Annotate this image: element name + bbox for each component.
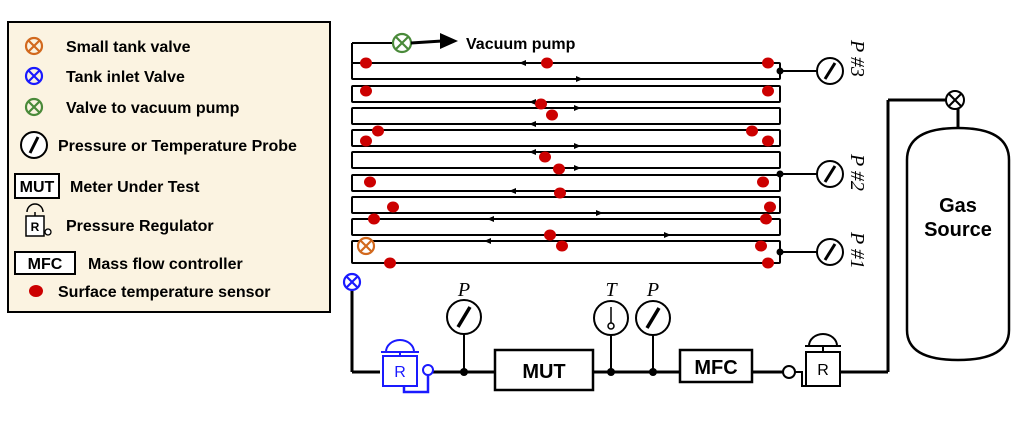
legend-mfc-label: Mass flow controller (88, 256, 243, 273)
probe-p-right-gauge-icon (635, 300, 671, 336)
junction (607, 368, 615, 376)
legend-mut-box (14, 173, 60, 199)
vacuum-arrow-icon (440, 33, 458, 49)
vacuum-pump-label: Vacuum pump (466, 36, 576, 53)
tank-inlet-valve-icon (24, 66, 44, 86)
legend-mfc-abbrev: MFC (28, 256, 63, 273)
legend-regulator-symbol: R (31, 220, 40, 234)
legend-small-tank-valve-label: Small tank valve (66, 39, 191, 56)
surface-sensor-icon (29, 285, 43, 297)
regulator-right-symbol: R (817, 362, 829, 379)
legend-mfc-box (14, 251, 76, 275)
legend-tank-inlet-valve-label: Tank inlet Valve (66, 69, 185, 86)
pressure-regulator-icon (25, 203, 52, 237)
pressure-regulator-left (381, 339, 434, 394)
pressure-regulator-right (782, 333, 841, 387)
mut-box (493, 348, 595, 392)
coil-tubing (351, 42, 781, 264)
tank-inlet-valve[interactable] (342, 272, 362, 292)
legend-sensor-label: Surface temperature sensor (58, 284, 271, 301)
gas-source-label-line2: Source (924, 219, 992, 241)
probe-t-label: T (605, 279, 618, 301)
vacuum-pump-valve[interactable] (391, 32, 413, 54)
small-tank-valve[interactable] (356, 236, 376, 256)
probe-p3-label: P #3 (846, 39, 868, 77)
legend-vacuum-valve-label: Valve to vacuum pump (66, 100, 240, 117)
junction (460, 368, 468, 376)
surface-sensors (360, 57, 776, 269)
gas-source-valve[interactable] (945, 90, 965, 110)
probe-p-right-label: P (646, 279, 659, 301)
mfc-box-label: MFC (694, 357, 737, 379)
vacuum-line (410, 39, 443, 45)
probe-gauge-icon (20, 131, 48, 159)
probe-p2-gauge-icon (816, 160, 844, 188)
regulator-left-symbol: R (394, 364, 406, 381)
legend: Small tank valve Tank inlet Valve Valve … (7, 21, 331, 313)
gas-source-label-line1: Gas (939, 195, 977, 217)
vacuum-valve-icon (24, 97, 44, 117)
mfc-box (678, 348, 754, 384)
legend-regulator-label: Pressure Regulator (66, 218, 214, 235)
probe-p-left-label: P (457, 279, 470, 301)
probe-p2-label: P #2 (846, 153, 868, 191)
legend-mut-abbrev: MUT (20, 179, 55, 196)
probe-p-left-gauge-icon (446, 299, 482, 335)
probe-p1-label: P #1 (846, 231, 868, 269)
junction (649, 368, 657, 376)
probe-t-thermometer-icon (593, 300, 629, 336)
probe-connections (780, 70, 818, 253)
junction (776, 170, 784, 178)
junction (776, 248, 784, 256)
gas-source-tank (905, 126, 1011, 362)
probe-p1-gauge-icon (816, 238, 844, 266)
probe-p3-gauge-icon (816, 57, 844, 85)
flow-arrows (484, 60, 671, 244)
legend-probe-label: Pressure or Temperature Probe (58, 138, 297, 155)
junction (776, 67, 784, 75)
mut-box-label: MUT (522, 361, 565, 383)
legend-mut-label: Meter Under Test (70, 179, 200, 196)
small-tank-valve-icon (24, 36, 44, 56)
